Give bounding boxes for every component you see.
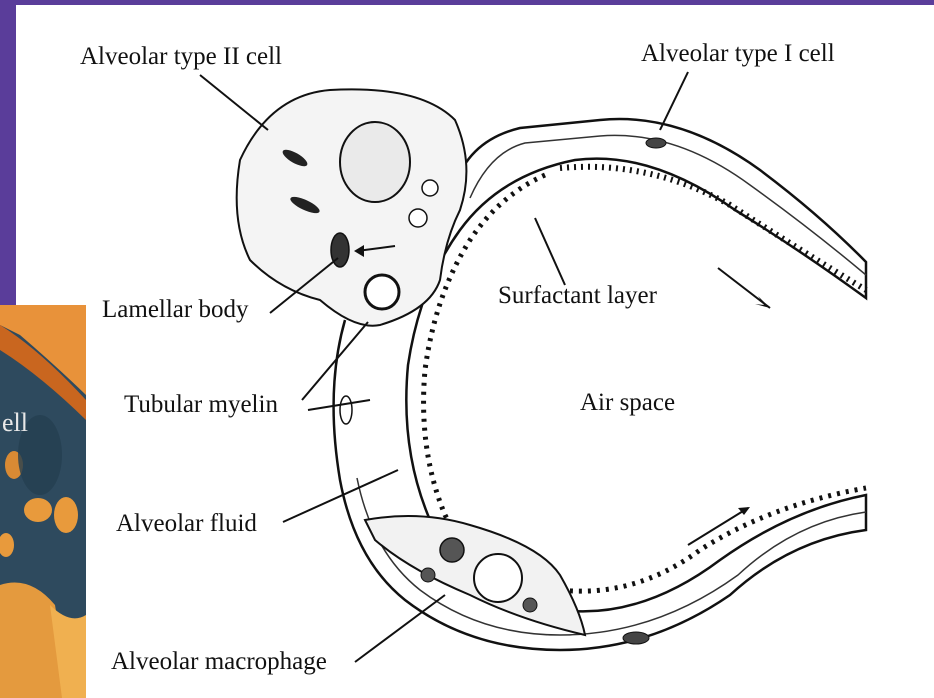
leader-type2-cell bbox=[200, 75, 268, 130]
wall-nucleus-left bbox=[340, 396, 352, 424]
wall-nucleus-bottom bbox=[623, 632, 649, 644]
vesicle-1 bbox=[409, 209, 427, 227]
label-lamellar-body: Lamellar body bbox=[102, 297, 248, 322]
arrow-flow-bottom bbox=[688, 508, 748, 545]
tubular-myelin-spiral bbox=[365, 275, 399, 309]
label-alveolar-fluid: Alveolar fluid bbox=[116, 511, 257, 536]
type1-nucleus bbox=[646, 138, 666, 148]
type2-cell-body bbox=[237, 89, 467, 325]
label-alveolar-type2-cell: Alveolar type II cell bbox=[80, 44, 282, 69]
label-tubular-myelin: Tubular myelin bbox=[124, 392, 278, 417]
label-alveolar-type1-cell: Alveolar type I cell bbox=[641, 41, 835, 66]
leader-tubular-myelin-b bbox=[308, 400, 370, 410]
macrophage-nucleus bbox=[474, 554, 522, 602]
surfactant-layer-line bbox=[424, 175, 866, 591]
macrophage-granule-1 bbox=[440, 538, 464, 562]
leader-type1-cell bbox=[660, 72, 688, 130]
label-surfactant-layer: Surfactant layer bbox=[498, 283, 657, 308]
macrophage-granule-2 bbox=[421, 568, 435, 582]
vesicle-2 bbox=[422, 180, 438, 196]
macrophage-granule-3 bbox=[523, 598, 537, 612]
surfactant-layer-top bbox=[560, 167, 866, 290]
label-alveolar-macrophage: Alveolar macrophage bbox=[111, 649, 327, 674]
label-air-space: Air space bbox=[580, 390, 675, 415]
leader-surfactant-layer bbox=[535, 218, 565, 285]
leader-alveolar-macrophage bbox=[355, 595, 445, 662]
type2-nucleus bbox=[340, 122, 410, 202]
